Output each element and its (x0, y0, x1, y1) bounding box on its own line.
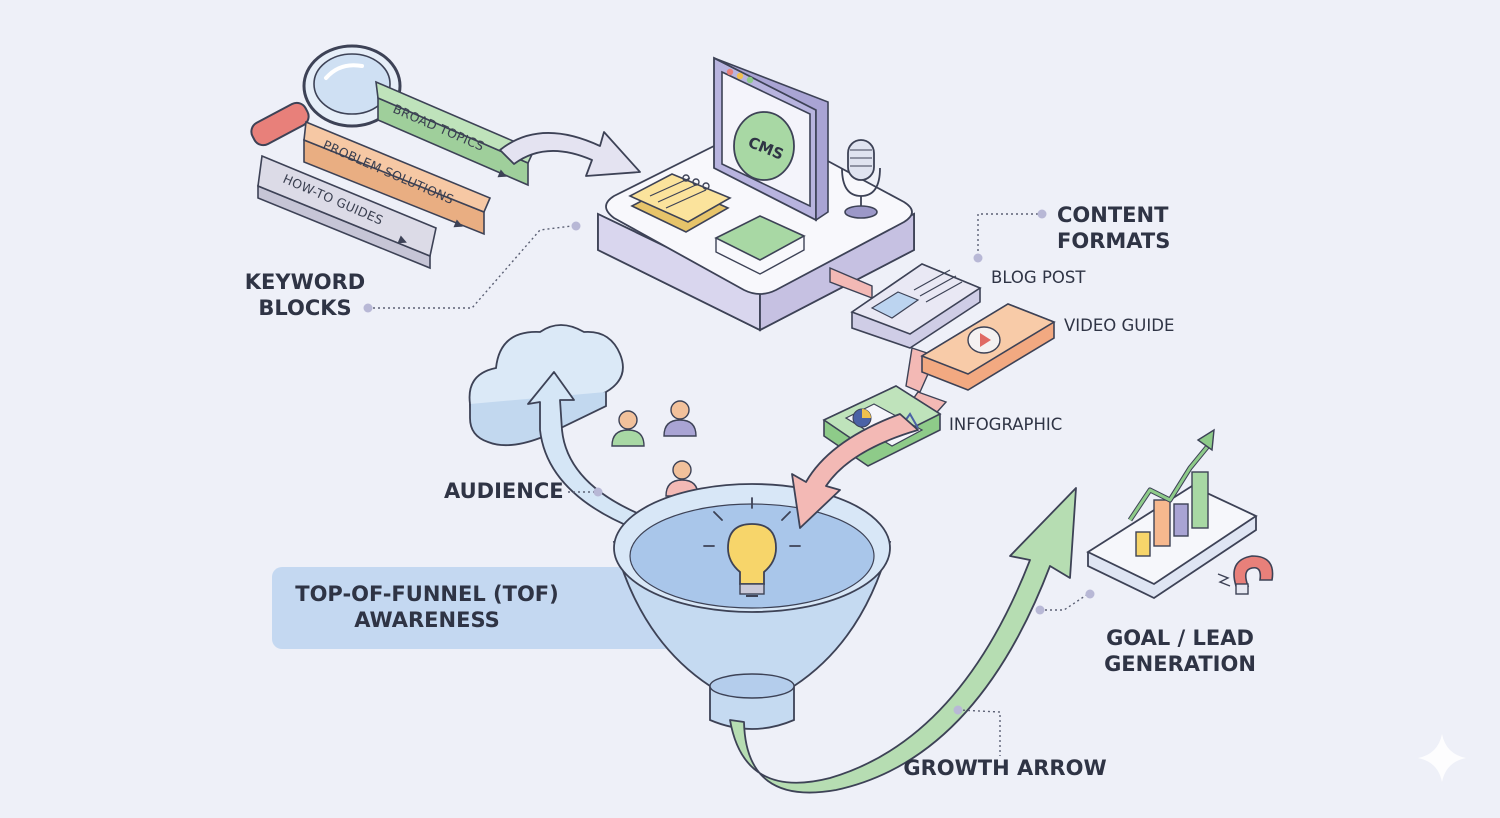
notepad-icon (628, 173, 732, 233)
flow-arrow-keywords-to-cms (499, 131, 641, 177)
blog-post-label: BLOG POST (991, 268, 1086, 287)
cms-monitor: CMS (713, 56, 829, 222)
leader-lines (363, 209, 1095, 756)
bar-chart-icon (1127, 428, 1215, 557)
microphone-icon (841, 139, 881, 219)
lightbulb-icon (703, 497, 801, 597)
growth-arrow-label: GROWTH ARROW (903, 756, 1106, 780)
keyword-blocks-label: KEYWORD (245, 270, 365, 294)
content-flow-arrow (791, 413, 919, 529)
content-formats-label: CONTENT (1057, 203, 1169, 227)
goal-label-line2: GENERATION (1104, 652, 1256, 676)
sparkle-icon (1418, 734, 1466, 782)
infographic-label: INFOGRAPHIC (949, 415, 1062, 434)
content-formats-label: FORMATS (1057, 229, 1170, 253)
cms-platform (597, 127, 915, 332)
cloud-icon (468, 324, 624, 447)
video-guide-label: VIDEO GUIDE (1064, 316, 1174, 335)
green-card-icon (714, 215, 806, 275)
blog-post-card (850, 263, 982, 349)
goal-label-line1: GOAL / LEAD (1106, 626, 1254, 650)
person-icon (611, 410, 645, 447)
growth-arrow (729, 487, 1077, 794)
tof-label-box (272, 567, 712, 649)
keyword-block-how-to-guides: HOW-TO GUIDES ▶ (257, 154, 437, 270)
magnet-icon (1217, 555, 1274, 595)
person-icon (665, 460, 699, 497)
audience-label: AUDIENCE (444, 479, 564, 503)
person-icon (663, 400, 697, 437)
keyword-blocks-label: BLOCKS (258, 296, 351, 320)
magnifying-glass-icon (250, 44, 402, 147)
funnel-icon (612, 483, 892, 730)
goal-platform (1086, 484, 1258, 600)
keyword-block-broad-topics: BROAD TOPICS ▶ (375, 80, 536, 187)
tof-label-line1: TOP-OF-FUNNEL (TOF) (295, 582, 558, 606)
video-guide-card (920, 303, 1056, 391)
tof-label-line2: AWARENESS (354, 608, 500, 632)
